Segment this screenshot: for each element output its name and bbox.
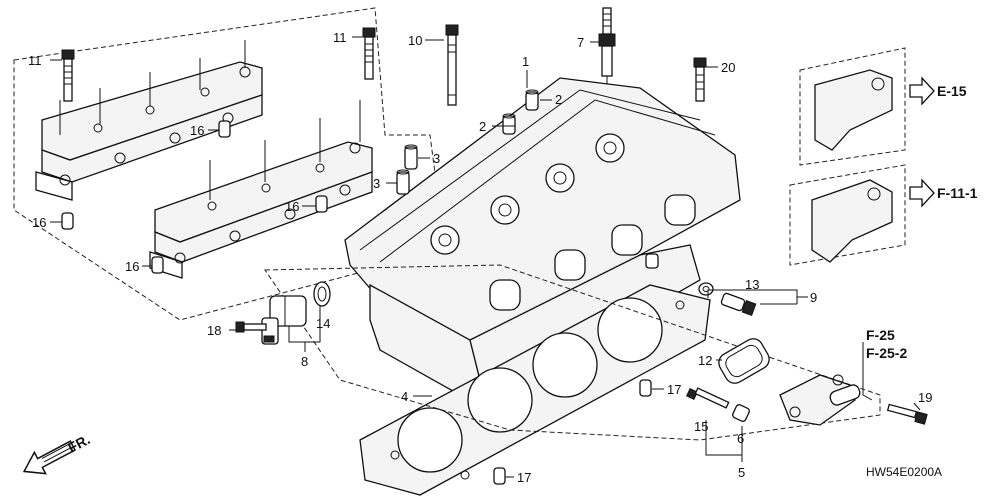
callout-11: 11: [333, 30, 347, 45]
callout-18: 18: [207, 323, 221, 338]
lower-camshaft-holder: [149, 100, 373, 279]
callout-9: 9: [810, 290, 817, 305]
callout-20: 20: [721, 60, 735, 75]
engine-hanger-f111: [811, 179, 893, 263]
reference-f25-2[interactable]: F-25-2: [866, 345, 907, 361]
bolt-15: [686, 387, 730, 409]
callout-17: 17: [517, 470, 531, 485]
callout-2: 2: [479, 119, 486, 134]
callout-1: 1: [522, 54, 529, 69]
callout-8: 8: [301, 354, 308, 369]
temperature-sensor-9: [720, 292, 757, 316]
leader-lines: [50, 36, 921, 478]
bolt-19: [886, 403, 928, 425]
bolt-20: [693, 57, 707, 102]
reference-f25[interactable]: F-25: [866, 327, 895, 343]
upper-camshaft-holder: [35, 40, 263, 201]
callout-4: 4: [401, 389, 408, 404]
gasket-12: [718, 338, 770, 384]
washer-13: [698, 282, 714, 296]
spark-plug-tube-seals-2: [502, 89, 539, 135]
callout-14: 14: [316, 316, 330, 331]
head-port-plug: [645, 253, 659, 269]
front-direction-arrow-icon: [22, 440, 77, 475]
callout-16: 16: [285, 199, 299, 214]
diagram-code: HW54E0200A: [866, 465, 942, 479]
callout-13: 13: [745, 277, 759, 292]
o-ring-14: [313, 281, 331, 307]
callout-16: 16: [32, 215, 46, 230]
engine-hanger-e15: [814, 69, 893, 151]
cylinder-head: [344, 77, 741, 396]
callout-3: 3: [373, 176, 380, 191]
reference-f11-1[interactable]: F-11-1: [937, 185, 978, 201]
spark-plug-7: [598, 7, 616, 84]
bolt-11-right: [362, 27, 376, 80]
bolt-11-left: [61, 49, 75, 102]
callout-5: 5: [738, 465, 745, 480]
reference-e15[interactable]: E-15: [937, 83, 967, 99]
callout-16: 16: [190, 123, 204, 138]
engine-hanger-f111-box: [789, 164, 906, 266]
gasket-group-box: [264, 264, 881, 441]
cylinder-head-gasket-4: [359, 284, 711, 496]
dowel-pins-17: [493, 379, 652, 485]
arrow-right-icon: [909, 76, 935, 106]
stud-bolt-10: [445, 24, 459, 106]
callout-7: 7: [577, 35, 584, 50]
dowel-pins-16: [61, 120, 328, 274]
collar-6: [732, 404, 750, 422]
callout-17: 17: [667, 382, 681, 397]
callout-2: 2: [555, 92, 562, 107]
water-outlet-5: [779, 374, 861, 426]
callout-3: 3: [433, 151, 440, 166]
sensor-assembly-8: [261, 295, 307, 345]
callout-6: 6: [737, 431, 744, 446]
callout-16: 16: [125, 259, 139, 274]
callout-15: 15: [694, 419, 708, 434]
callout-12: 12: [698, 353, 712, 368]
sleeves-3: [396, 144, 418, 195]
callout-11: 11: [28, 53, 42, 68]
engine-hanger-e15-box: [799, 47, 906, 166]
bolt-18: [235, 321, 267, 333]
callout-19: 19: [918, 390, 932, 405]
arrow-right-icon: [909, 178, 935, 208]
callout-10: 10: [408, 33, 422, 48]
